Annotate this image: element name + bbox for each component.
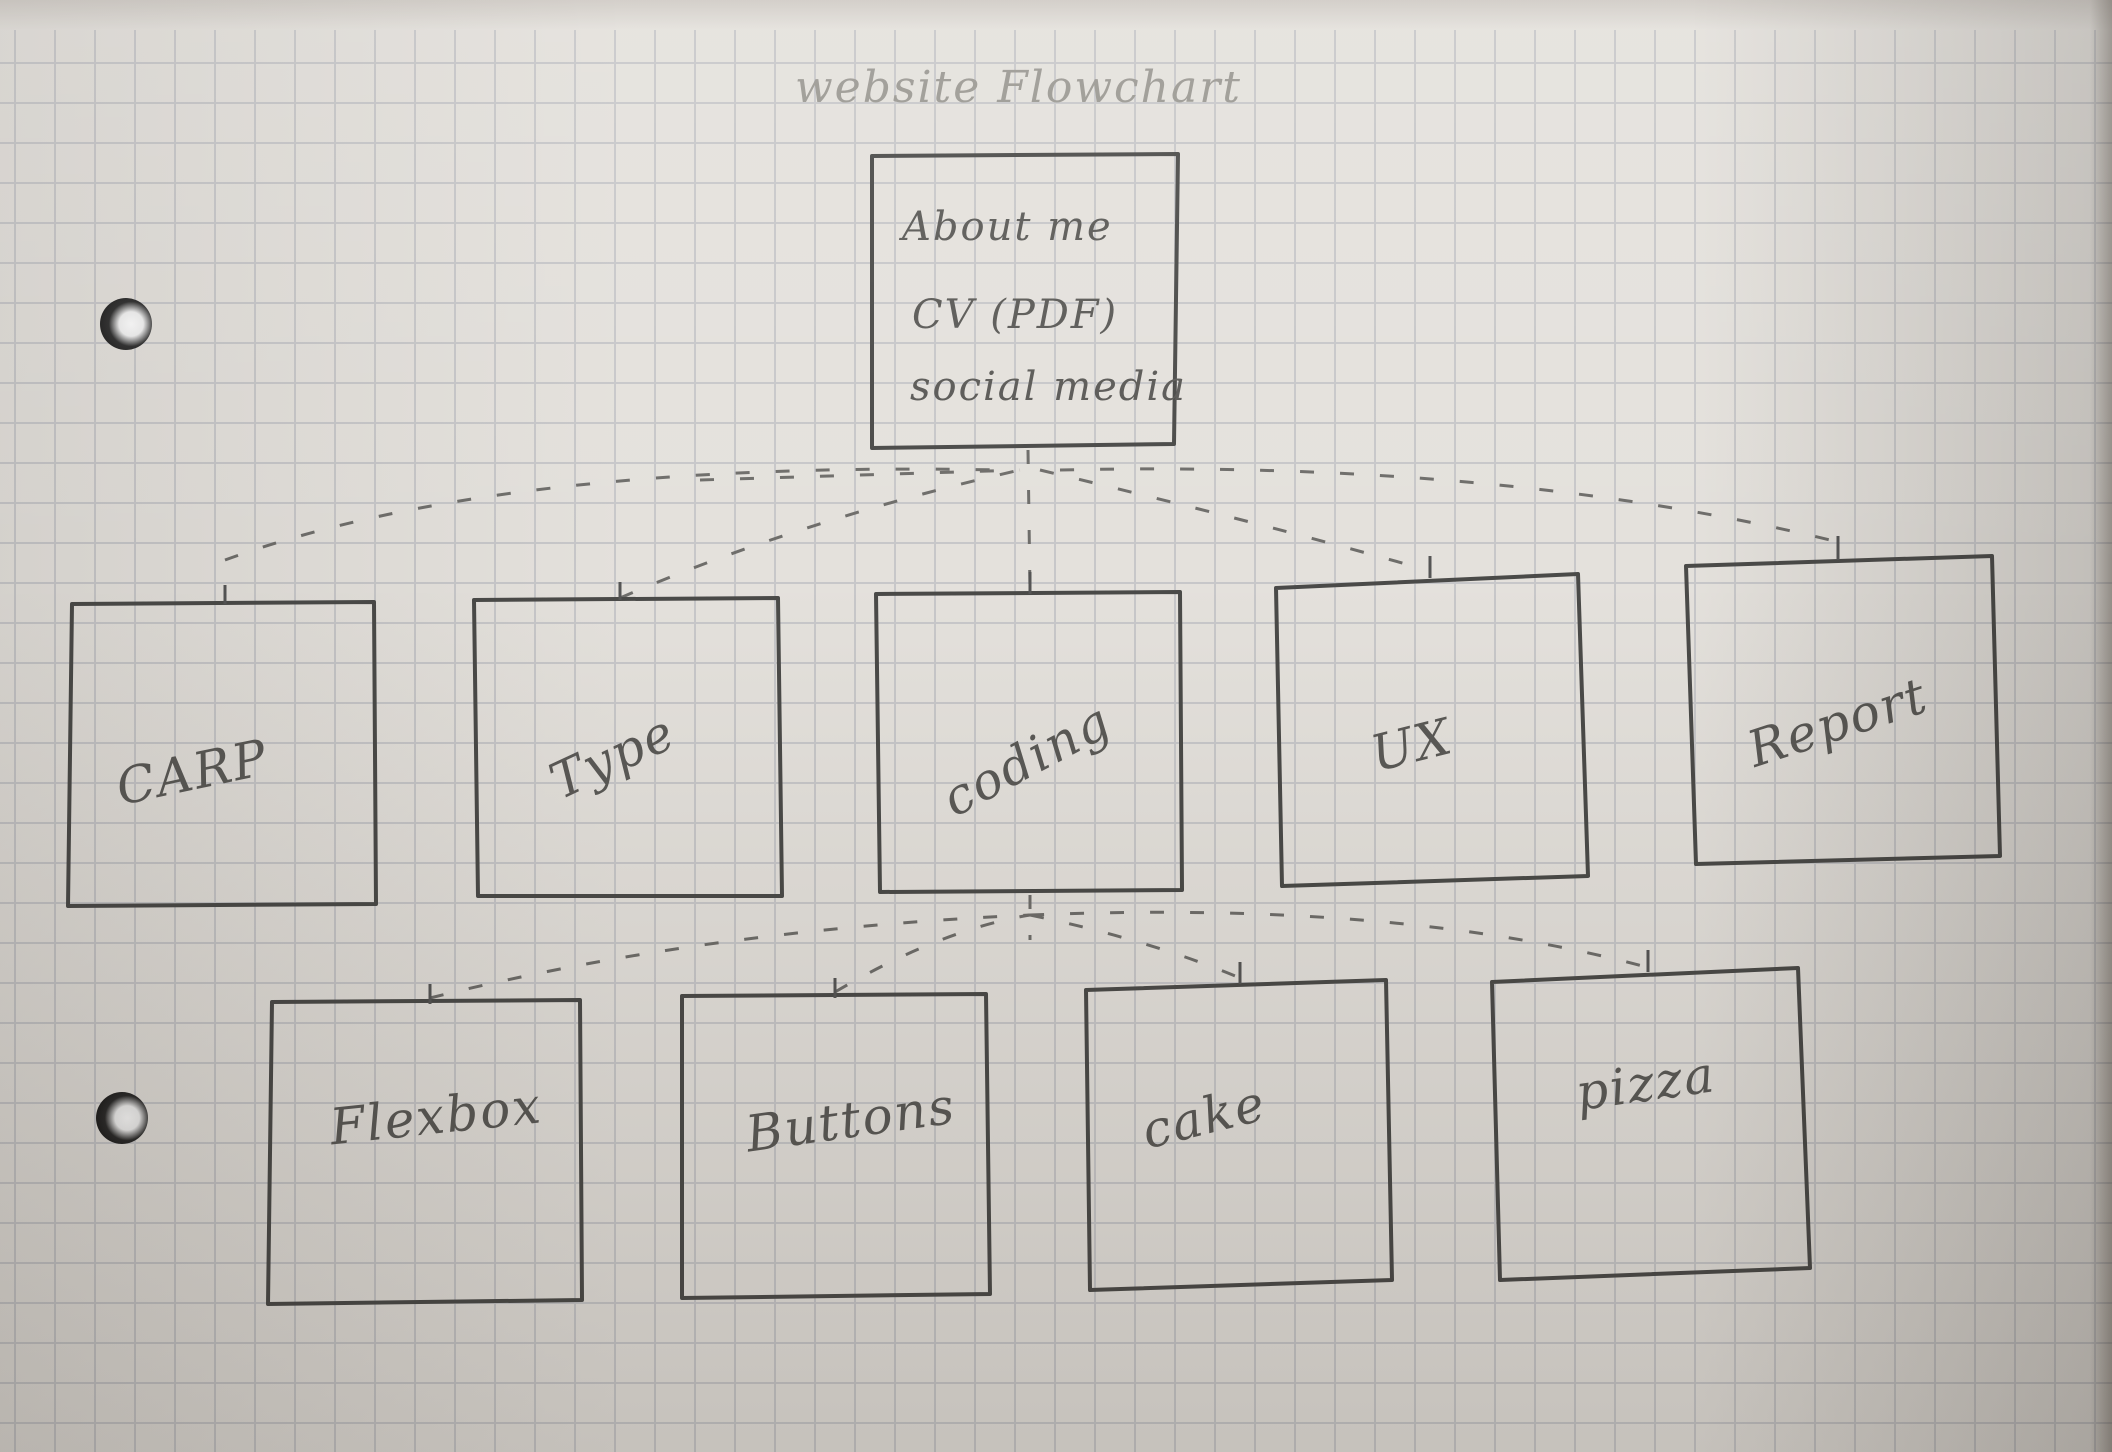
node-buttons: Buttons	[680, 978, 992, 1300]
node-coding: coding	[874, 572, 1184, 894]
node-carp: CARP	[66, 585, 378, 908]
connectors-root	[224, 449, 1831, 600]
root-node: About me CV (PDF) social media	[870, 152, 1187, 450]
node-label-pizza: pizza	[1572, 1045, 1719, 1122]
node-type: Type	[472, 582, 784, 898]
sheet-top-edge	[0, 0, 2112, 30]
node-report: Report	[1684, 536, 2002, 866]
root-line-cv: CV (PDF)	[912, 292, 1118, 338]
root-line-about: About me	[898, 204, 1113, 250]
node-label-carp: CARP	[111, 728, 273, 817]
punch-hole-icon	[96, 1092, 148, 1144]
node-label-cake: cake	[1136, 1074, 1272, 1161]
root-line-social: social media	[910, 364, 1187, 410]
node-ux: UX	[1274, 556, 1590, 888]
sheet-right-edge	[2090, 0, 2112, 1452]
connectors-coding	[429, 895, 1651, 1000]
node-flexbox: Flexbox	[266, 984, 584, 1306]
node-label-ux: UX	[1365, 707, 1459, 783]
node-label-flexbox: Flexbox	[326, 1076, 545, 1156]
node-label-report: Report	[1740, 666, 1935, 779]
node-cake: cake	[1084, 962, 1394, 1292]
punch-hole-icon	[100, 298, 152, 350]
node-pizza: pizza	[1490, 950, 1812, 1282]
flowchart-title: website Flowchart	[795, 62, 1242, 113]
node-label-type: Type	[541, 703, 684, 811]
node-label-coding: coding	[933, 691, 1121, 828]
node-label-buttons: Buttons	[741, 1077, 959, 1164]
